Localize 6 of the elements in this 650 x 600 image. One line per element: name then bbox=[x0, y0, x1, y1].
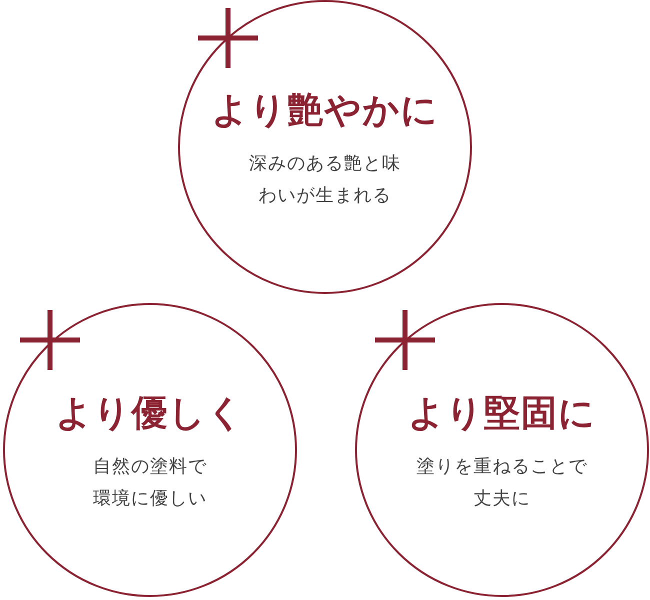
heading: より艶やかに bbox=[212, 88, 438, 133]
description: 自然の塗料で環境に優しい bbox=[92, 455, 208, 511]
description: 深みのある艶と味わいが生まれる bbox=[248, 152, 402, 208]
heading: より堅固に bbox=[408, 391, 596, 436]
heading: より優しく bbox=[56, 391, 244, 436]
description: 塗りを重ねることで丈夫に bbox=[416, 455, 588, 511]
